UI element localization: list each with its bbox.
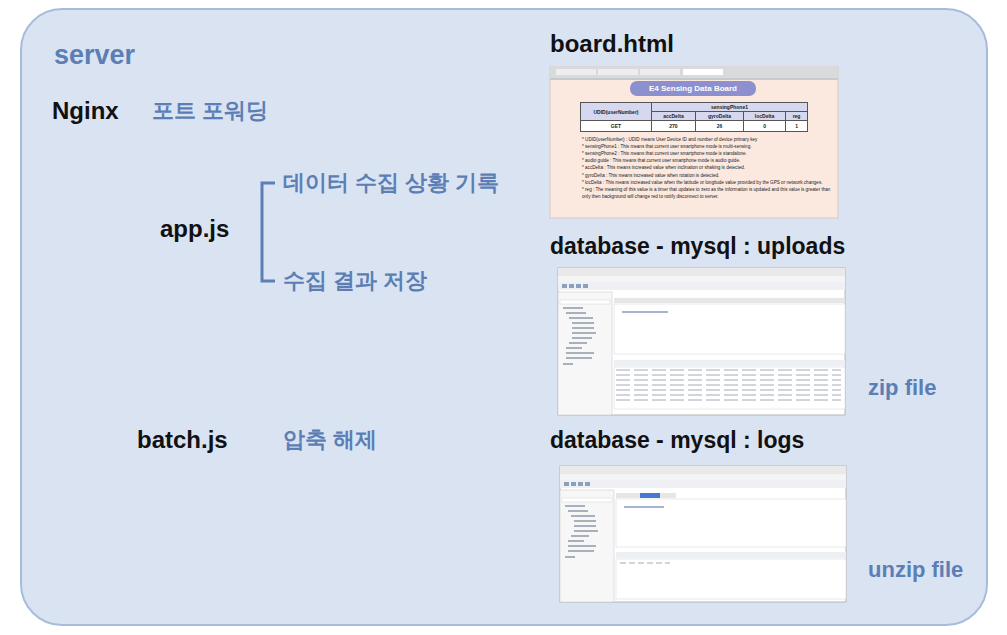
mysql-screenshot: [558, 268, 845, 415]
table-cell: 26: [695, 121, 743, 132]
file-note: unzip file: [868, 557, 963, 582]
note-line: * UDID(userNumber) : UDID means User Dev…: [582, 136, 832, 143]
script-name: batch.js: [137, 426, 228, 454]
note-line: * sensingPhone1 : This means that curren…: [582, 143, 832, 150]
page-name: board.html: [550, 30, 674, 58]
role-note: 포트 포워딩: [152, 98, 268, 123]
data-table: UDID(userNumber)sensingPhone1accDeltagyr…: [580, 102, 808, 132]
database-name: database - mysql : logs: [550, 427, 804, 453]
table-cell: GET: [581, 121, 652, 132]
file-note: zip file: [868, 375, 936, 400]
bracket: [262, 183, 275, 281]
note-line: * locDelta : This means increased value …: [582, 179, 832, 186]
table-cell: 0: [744, 121, 786, 132]
note-line: * audio guide : This means that current …: [582, 157, 832, 164]
role-note: 압축 해제: [283, 427, 377, 452]
note-line: * sensingPhone2 : This means that curren…: [582, 150, 832, 157]
region-heading: server: [54, 40, 135, 71]
table-cell: 1: [786, 121, 808, 132]
table-cell: accDelta: [652, 112, 696, 121]
notes-block: * UDID(userNumber) : UDID means User Dev…: [582, 136, 832, 200]
note-line: * gyroDelta : This means increased value…: [582, 172, 832, 179]
table-cell: 270: [652, 121, 696, 132]
script-name: app.js: [160, 215, 229, 243]
table-cell: sensingPhone1: [652, 103, 808, 112]
table-cell: UDID(userNumber): [581, 103, 652, 121]
table-cell: locDelta: [744, 112, 786, 121]
note-line: * accDelta : This means increased value …: [582, 164, 832, 171]
database-name: database - mysql : uploads: [550, 233, 845, 259]
board-screenshot: [550, 67, 838, 218]
table-cell: gyroDelta: [695, 112, 743, 121]
role-note: 수집 결과 저장: [283, 268, 427, 293]
mysql-screenshot: [560, 466, 846, 602]
note-line: * reg : The meaning of this value is a t…: [582, 186, 832, 200]
table-cell: reg: [786, 112, 808, 121]
role-note: 데이터 수집 상황 기록: [283, 170, 499, 195]
screen-title: E4 Sensing Data Board: [649, 84, 737, 93]
service-name: Nginx: [52, 97, 119, 125]
